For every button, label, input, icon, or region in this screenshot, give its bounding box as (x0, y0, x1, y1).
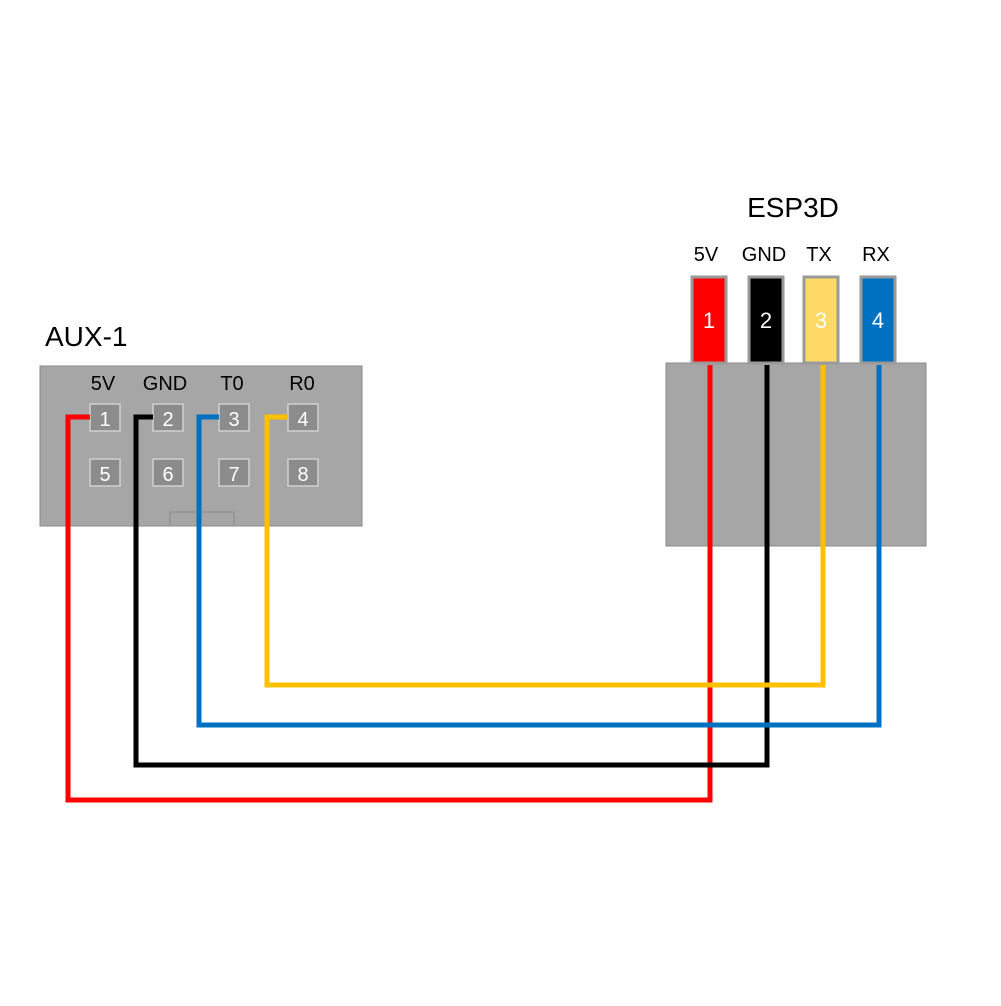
esp-title: ESP3D (747, 192, 839, 223)
aux-pin-label-4: 4 (297, 409, 308, 431)
aux-pin-7 (218, 458, 250, 487)
aux-pin-label-3: 3 (228, 409, 239, 431)
esp-connector-body (665, 362, 927, 547)
esp-pin-label-2: 2 (760, 308, 772, 333)
wire-t0-rx-blue (196, 365, 882, 728)
aux-pin-1 (89, 403, 121, 432)
wire-5v-red (65, 365, 713, 803)
aux-header-t0: T0 (220, 373, 243, 395)
esp-pin-3 (802, 275, 840, 365)
esp-header-gnd: GND (742, 244, 786, 266)
aux-pin-5 (89, 458, 121, 487)
aux-pin-label-5: 5 (99, 464, 110, 486)
aux-pin-8 (287, 458, 319, 487)
aux-title: AUX-1 (45, 321, 127, 352)
wire-gnd-black (133, 365, 770, 768)
aux-header-5v: 5V (91, 373, 116, 395)
wire-r0-tx-yellow (264, 365, 826, 688)
aux-pin-label-1: 1 (99, 409, 110, 431)
aux-pin-label-7: 7 (228, 464, 239, 486)
esp-header-rx: RX (862, 244, 890, 266)
aux-pin-label-2: 2 (162, 409, 173, 431)
aux-pin-6 (152, 458, 184, 487)
aux-pin-4 (287, 403, 319, 432)
esp-pin-4 (859, 275, 897, 365)
aux-pin-label-8: 8 (297, 464, 308, 486)
esp-pin-label-3: 3 (815, 308, 827, 333)
esp-header-tx: TX (806, 244, 832, 266)
esp-header-5v: 5V (694, 244, 719, 266)
esp-pin-2 (747, 275, 785, 365)
esp-pin-1 (690, 275, 728, 365)
esp-pin-label-4: 4 (872, 308, 884, 333)
aux-pin-3 (218, 403, 250, 432)
esp-pin-label-1: 1 (703, 308, 715, 333)
aux-header-gnd: GND (143, 373, 187, 395)
aux-pin-2 (152, 403, 184, 432)
aux-key-notch (169, 511, 235, 527)
aux-pin-label-6: 6 (162, 464, 173, 486)
aux-header-r0: R0 (289, 373, 315, 395)
